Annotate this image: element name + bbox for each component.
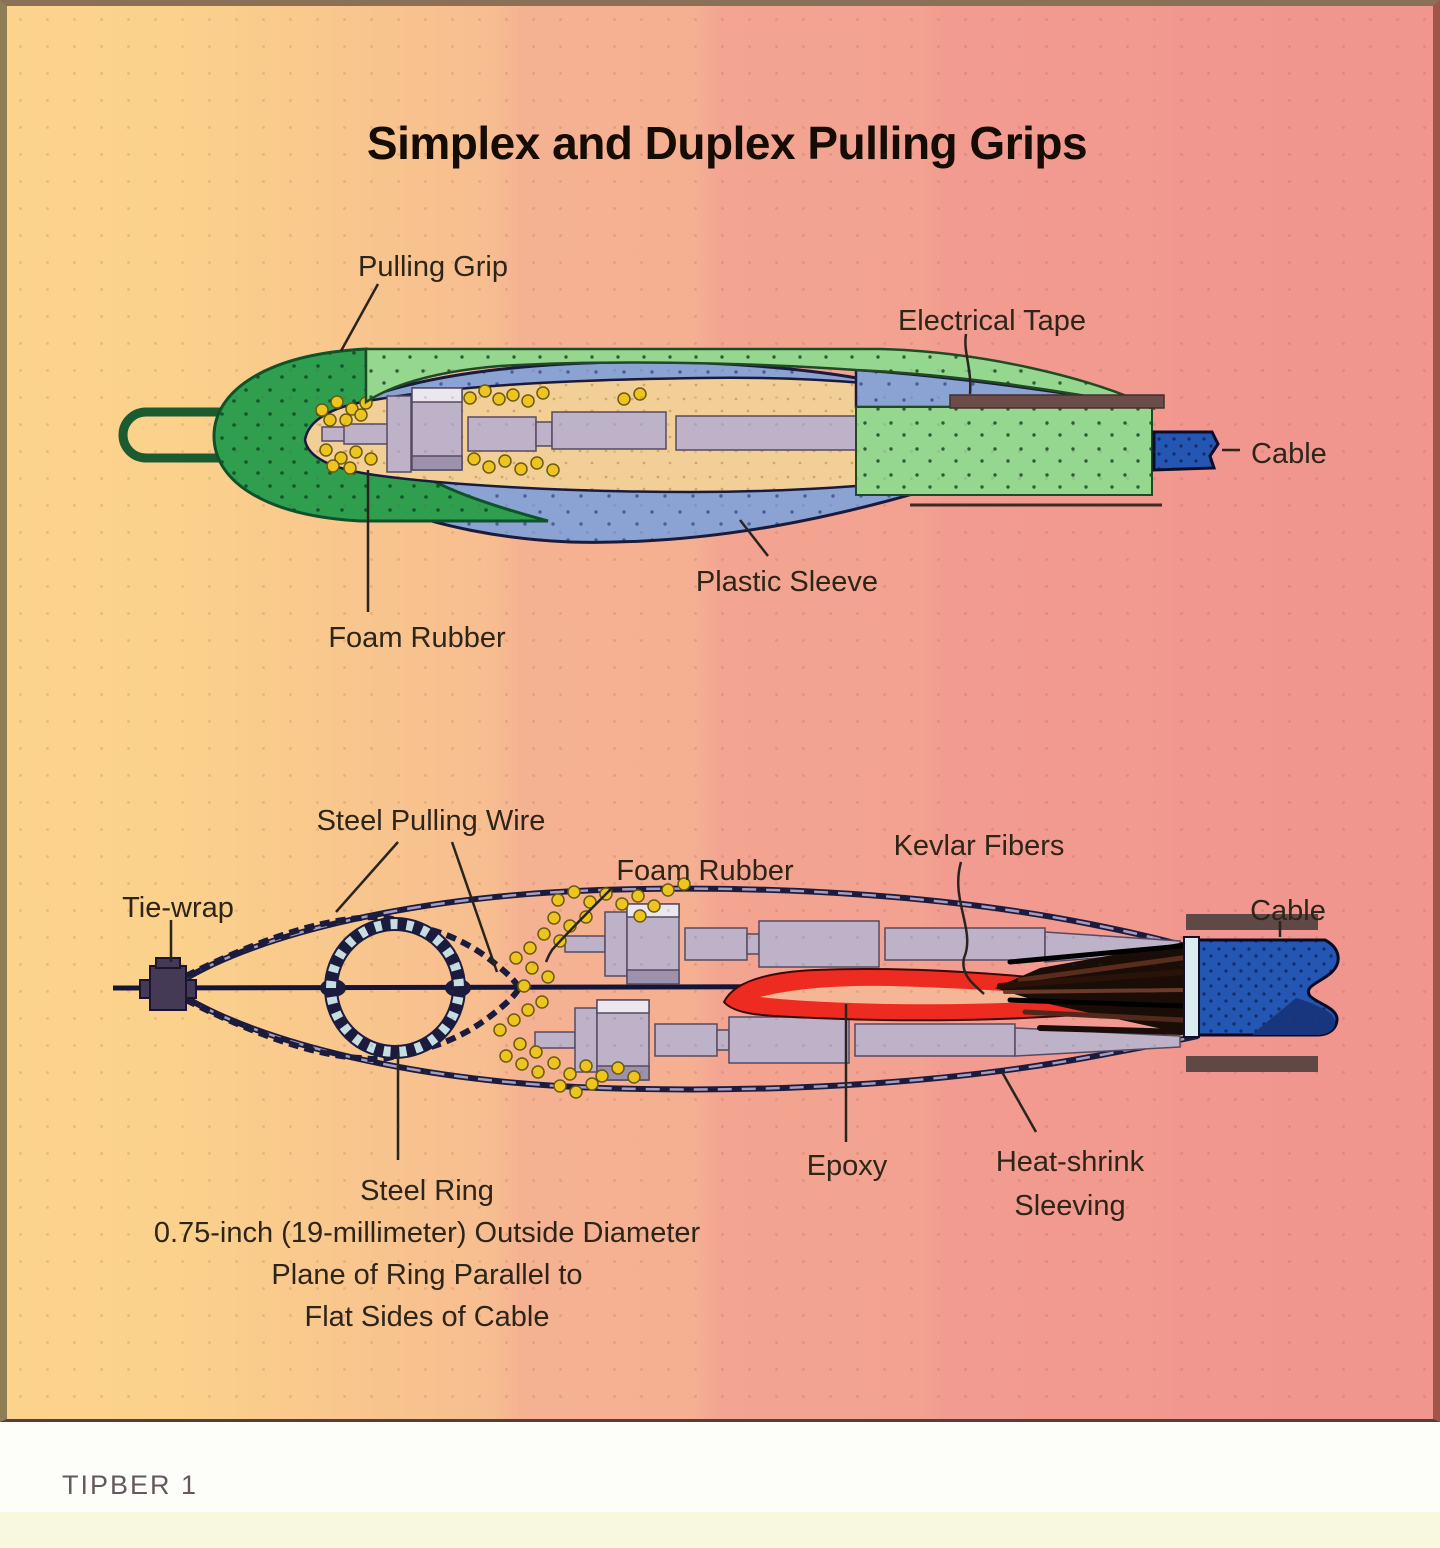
leader-steel-wire-right xyxy=(450,841,499,973)
leader-foam-rubber-duplex xyxy=(544,887,613,963)
bottom-band xyxy=(0,1512,1440,1548)
duplex-connector-bottom xyxy=(534,999,1181,1081)
figure-title: Simplex and Duplex Pulling Grips xyxy=(366,117,1088,169)
label-heat-shrink-line2: Sleeving xyxy=(1014,1190,1126,1222)
label-foam-rubber-simplex: Foam Rubber xyxy=(328,622,506,654)
leader-kevlar-fibers xyxy=(956,861,985,995)
grip-mesh-top xyxy=(364,347,1156,411)
duplex-cable-shape xyxy=(1183,914,1340,1072)
kevlar-fibers-shape xyxy=(995,942,1185,1035)
label-foam-rubber-duplex: Foam Rubber xyxy=(616,855,794,887)
cable-end-cap xyxy=(1183,936,1200,1038)
steel-ring-caption-line3: Plane of Ring Parallel to xyxy=(271,1259,583,1291)
label-kevlar-fibers: Kevlar Fibers xyxy=(893,830,1065,862)
duplex-foam-rubber-dots xyxy=(493,877,691,1099)
steel-ring-caption: Steel Ring 0.75-inch (19-millimeter) Out… xyxy=(154,1170,700,1338)
label-tie-wrap: Tie-wrap xyxy=(122,892,234,924)
label-epoxy: Epoxy xyxy=(806,1150,888,1182)
leader-steel-wire-left xyxy=(335,841,399,913)
label-cable-duplex: Cable xyxy=(1250,895,1326,927)
steel-ring-caption-line4: Flat Sides of Cable xyxy=(304,1301,550,1333)
diagram-canvas: Simplex and Duplex Pulling Grips Pulling… xyxy=(0,0,1440,1422)
label-cable-simplex: Cable xyxy=(1251,438,1327,470)
epoxy-loop-slit xyxy=(760,985,1072,1005)
label-electrical-tape: Electrical Tape xyxy=(897,305,1087,337)
label-heat-shrink-sleeving: Heat-shrink Sleeving xyxy=(996,1140,1144,1228)
duplex-diagram-art xyxy=(112,877,1340,1099)
label-heat-shrink-line1: Heat-shrink xyxy=(995,1146,1145,1178)
label-steel-pulling-wire: Steel Pulling Wire xyxy=(316,805,546,837)
tie-wrap-shape xyxy=(139,957,197,1011)
grip-mesh-tail xyxy=(855,406,1153,496)
leader-pulling-grip xyxy=(339,283,380,352)
leader-heat-shrink xyxy=(1000,1071,1038,1133)
electrical-tape-shape xyxy=(949,394,1165,409)
leader-plastic-sleeve xyxy=(739,519,769,557)
figure-credit: TIPBER 1 xyxy=(62,1470,199,1500)
leader-electrical-tape xyxy=(964,333,972,395)
label-pulling-grip: Pulling Grip xyxy=(358,251,508,283)
steel-ring-caption-line2: 0.75-inch (19-millimeter) Outside Diamet… xyxy=(153,1217,701,1249)
steel-ring-caption-line1: Steel Ring xyxy=(360,1175,494,1207)
simplex-foam-rubber-dots xyxy=(315,384,647,477)
simplex-cable-shape xyxy=(1152,430,1220,472)
simplex-diagram-art xyxy=(118,347,1220,544)
leader-lines xyxy=(169,283,1282,1160)
label-plastic-sleeve: Plastic Sleeve xyxy=(695,566,879,598)
diagram-artwork xyxy=(112,283,1340,1160)
steel-ring-shape xyxy=(324,917,466,1059)
footer-strip: TIPBER 1 xyxy=(0,1422,1440,1512)
pulling-eye-loop xyxy=(118,407,320,463)
